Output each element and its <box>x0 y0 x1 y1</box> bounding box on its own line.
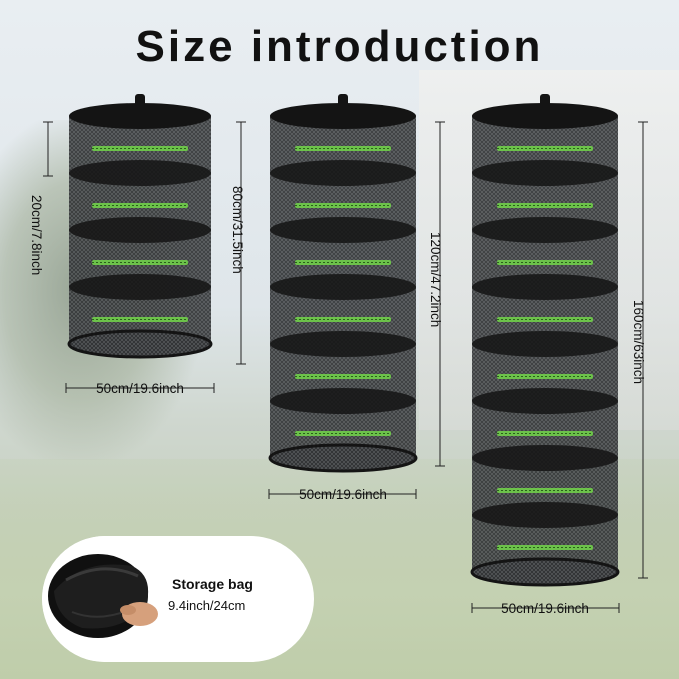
rack-3-ring <box>472 103 618 129</box>
rack-1-ring <box>69 160 211 186</box>
rack-3-ring <box>472 217 618 243</box>
rack-1-ring <box>69 103 211 129</box>
rack-3-bottom <box>472 559 618 585</box>
rack-3-ring <box>472 274 618 300</box>
rack-1-height-label: 20cm/7.8inch <box>29 195 44 275</box>
rack-2-ring <box>270 103 416 129</box>
rack-2-ring <box>270 217 416 243</box>
rack-3-ring <box>472 445 618 471</box>
rack-2-height-label: 80cm/31.5inch <box>230 186 245 274</box>
rack-2-ring <box>270 160 416 186</box>
rack-3-ring <box>472 160 618 186</box>
rack-2-dimensions: 80cm/31.5inch 120cm/47.2inch 50cm/19.6in… <box>230 121 445 502</box>
page-title: Size introduction <box>135 22 544 71</box>
storage-bag-panel: Storage bag 9.4inch/24cm <box>42 536 314 662</box>
rack-2-width-label: 50cm/19.6inch <box>299 487 387 502</box>
rack-2-bottom-ring <box>268 443 418 473</box>
rack-1-ring <box>69 274 211 300</box>
rack-2-ring <box>270 388 416 414</box>
rack-3-ring <box>472 502 618 528</box>
rack-2-total-height-label: 120cm/47.2inch <box>428 232 443 327</box>
storage-bag-size: 9.4inch/24cm <box>168 598 246 613</box>
rack-3-dimensions: 160cm/63inch 50cm/19.6inch <box>471 121 648 616</box>
rack-2-ring <box>270 274 416 300</box>
rack-1-ring <box>69 217 211 243</box>
rack-1-dimensions: 20cm/7.8inch 50cm/19.6inch <box>29 121 215 396</box>
rack-3-bottom-ring <box>470 557 620 587</box>
storage-bag-title: Storage bag <box>172 576 253 592</box>
rack-3-width-label: 50cm/19.6inch <box>501 601 589 616</box>
rack-2-ring <box>270 331 416 357</box>
rack-3-height-label: 160cm/63inch <box>631 300 646 384</box>
rack-1-bottom-ring <box>67 329 213 359</box>
rack-3-ring <box>472 388 618 414</box>
rack-1-bottom <box>69 331 211 357</box>
rack-3-ring <box>472 331 618 357</box>
rack-1-width-label: 50cm/19.6inch <box>96 381 184 396</box>
racks-layer <box>67 94 620 587</box>
rack-2-bottom <box>270 445 416 471</box>
storage-bag-image <box>42 536 168 662</box>
